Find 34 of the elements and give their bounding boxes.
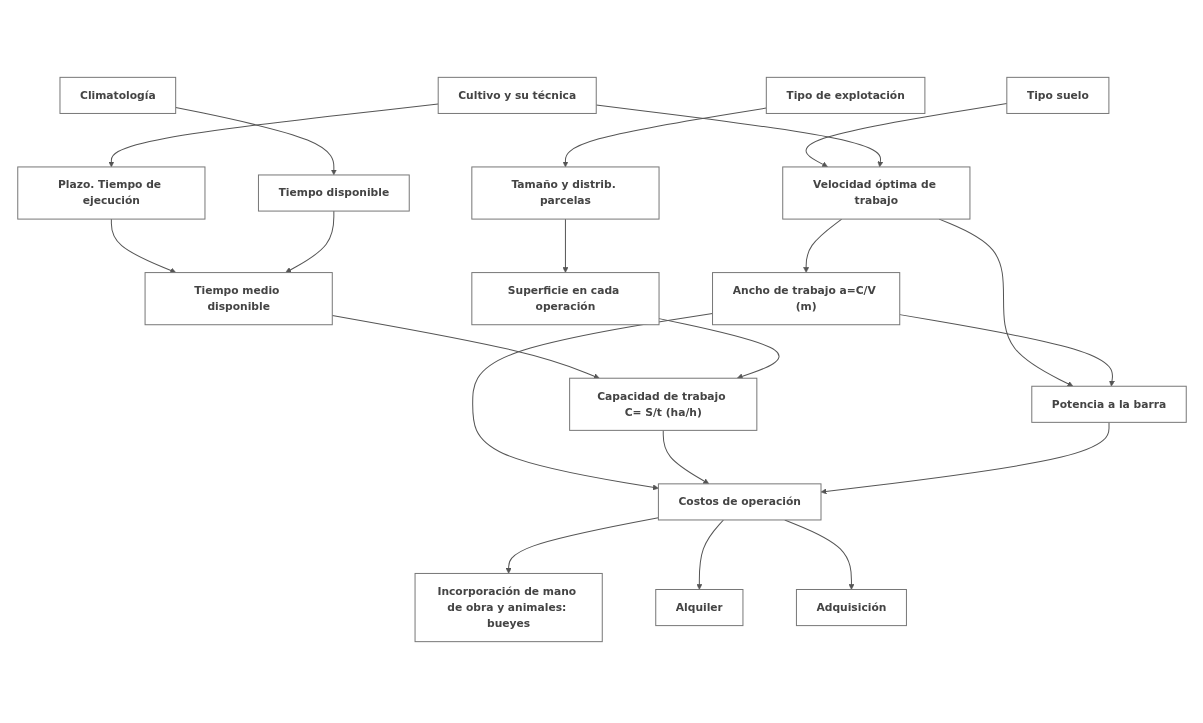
node-box: Ancho de trabajo a=C/V (m) xyxy=(711,272,900,326)
node-box: Capacidad de trabajo C= S/t (ha/h) xyxy=(568,377,757,431)
node-box: Velocidad óptima de trabajo xyxy=(781,166,970,220)
node-box: Tipo de explotación xyxy=(765,76,925,114)
node-box: Tipo suelo xyxy=(1005,76,1109,114)
arrow xyxy=(820,421,1109,495)
arrow xyxy=(107,103,439,168)
arrow xyxy=(802,218,842,273)
arrow xyxy=(805,103,1007,168)
node-box: Climatología xyxy=(59,76,176,114)
node-box: Adquisición xyxy=(795,589,907,627)
node-box: Incorporación de mano de obra y animales: bueyes xyxy=(414,572,603,643)
arrow xyxy=(284,210,334,273)
arrow xyxy=(595,104,883,168)
arrow xyxy=(898,314,1115,387)
node-box: Superficie en cada operación xyxy=(470,272,660,326)
node-box: Plazo. Tiempo de ejecución xyxy=(16,166,205,220)
arrow xyxy=(471,313,713,491)
node-box: Tiempo medio disponible xyxy=(144,272,333,326)
arrow xyxy=(562,218,568,273)
arrow xyxy=(174,106,337,176)
node-box: Potencia a la barra xyxy=(1030,385,1187,423)
arrow xyxy=(505,517,659,574)
arrow xyxy=(662,429,709,485)
arrow xyxy=(331,314,600,379)
node-box: Alquiler xyxy=(654,589,743,627)
arrow xyxy=(110,218,176,274)
node-box: Costos de operación xyxy=(657,483,821,521)
node-box: Tamaño y distrib. parcelas xyxy=(470,166,660,220)
arrow xyxy=(562,107,767,168)
arrow xyxy=(658,318,779,380)
arrow xyxy=(695,519,724,590)
node-box: Tiempo disponible xyxy=(257,174,410,212)
node-box: Cultivo y su técnica xyxy=(437,76,597,114)
